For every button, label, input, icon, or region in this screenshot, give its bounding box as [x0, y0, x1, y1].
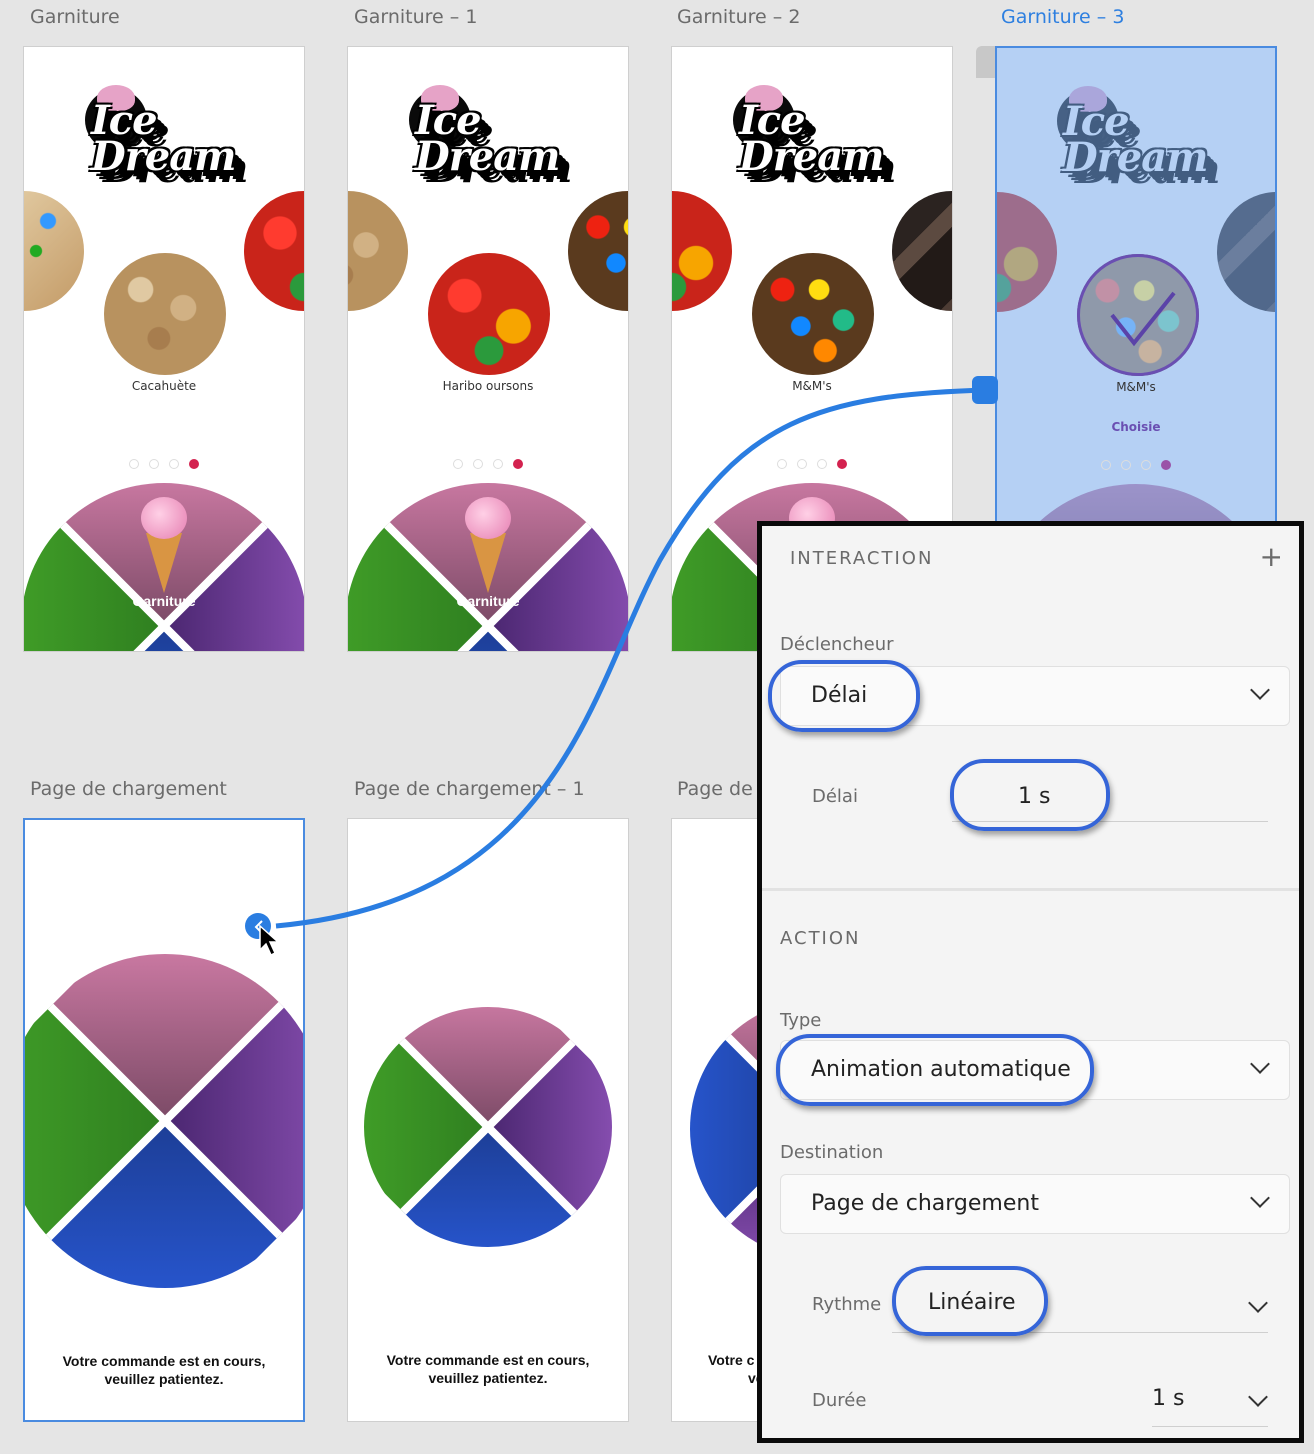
artboard-page-de-chargement[interactable]: Votre commande est en cours,veuillez pat…: [23, 818, 305, 1422]
topping-image-center: [752, 253, 874, 375]
check-icon: [1077, 254, 1199, 376]
section-divider: [762, 888, 1299, 891]
ice-cream-icon: [465, 497, 511, 597]
ice-dream-logo: Ice Dream: [403, 83, 573, 203]
highlight-type: [776, 1034, 1094, 1106]
highlight-delay: [950, 759, 1110, 831]
interaction-panel: INTERACTION + Déclencheur Délai Délai 1 …: [757, 521, 1304, 1443]
easing-label: Rythme: [812, 1294, 882, 1315]
topping-name: M&M's: [792, 379, 832, 393]
artboard-label-page-de-chargement[interactable]: Page de chargement: [30, 778, 227, 800]
highlight-easing: [892, 1266, 1048, 1336]
duration-value[interactable]: 1 s: [1152, 1386, 1185, 1411]
interaction-title: INTERACTION: [790, 548, 934, 569]
easing-underline: [892, 1332, 1268, 1333]
destination-label: Destination: [780, 1142, 884, 1163]
topping-name: Haribo oursons: [442, 379, 534, 393]
delay-value[interactable]: 1 s: [1018, 784, 1051, 809]
chevron-down-icon: [1250, 1188, 1270, 1208]
artboard-garniture-1[interactable]: Ice Dream Haribo oursons Garniture: [347, 46, 629, 652]
chevron-down-icon: [1250, 1054, 1270, 1074]
type-value: Animation automatique: [811, 1057, 1071, 1082]
destination-value: Page de chargement: [811, 1191, 1039, 1216]
topping-name: Cacahuète: [131, 379, 197, 393]
delay-underline: [952, 821, 1268, 822]
topping-name: M&M's: [1116, 380, 1156, 394]
type-dropdown[interactable]: Animation automatique: [780, 1040, 1290, 1100]
ice-dream-logo: Ice Dream: [79, 83, 249, 203]
loading-wheel: [364, 1007, 612, 1247]
topping-image-center: [428, 253, 550, 375]
artboard-page-de-chargement-1[interactable]: Votre commande est en cours,veuillez pat…: [347, 818, 629, 1422]
artboard-label-garniture-1[interactable]: Garniture – 1: [354, 6, 478, 28]
chosen-label: Choisie: [1111, 420, 1161, 434]
duration-label: Durée: [812, 1390, 867, 1411]
topping-image-right: [568, 191, 628, 311]
pagination-dots: [997, 460, 1275, 470]
ice-dream-logo: Ice Dream: [727, 83, 897, 203]
pagination-dots: [672, 459, 952, 469]
loading-message: Votre commande est en cours,veuillez pat…: [386, 1352, 590, 1386]
chevron-down-icon: [1250, 680, 1270, 700]
trigger-dropdown[interactable]: Délai: [780, 666, 1290, 726]
ice-cream-icon: [141, 497, 187, 597]
type-label: Type: [780, 1010, 822, 1031]
destination-dropdown[interactable]: Page de chargement: [780, 1174, 1290, 1234]
artboard-label-page-de-chargement-1[interactable]: Page de chargement – 1: [354, 778, 585, 800]
chevron-down-icon[interactable]: [1248, 1387, 1268, 1407]
topping-image-left: [672, 191, 732, 311]
trigger-label: Déclencheur: [780, 634, 894, 655]
loading-message: Votre commande est en cours,veuillez pat…: [62, 1353, 266, 1387]
artboard-label-garniture[interactable]: Garniture: [30, 6, 120, 28]
duration-underline: [1152, 1426, 1268, 1427]
loading-wheel: [25, 954, 303, 1288]
easing-value[interactable]: Linéaire: [928, 1290, 1016, 1315]
wheel-label: Garniture: [132, 593, 196, 609]
topping-image-right: [244, 191, 304, 311]
trigger-value: Délai: [811, 683, 868, 708]
topping-image-center: [104, 253, 226, 375]
topping-image-left: [348, 191, 408, 311]
artboard-label-garniture-3[interactable]: Garniture – 3: [1001, 6, 1125, 28]
artboard-tab-handle[interactable]: [976, 46, 996, 78]
artboard-label-garniture-2[interactable]: Garniture – 2: [677, 6, 801, 28]
delay-label: Délai: [812, 786, 858, 807]
chevron-down-icon[interactable]: [1248, 1293, 1268, 1313]
action-title: ACTION: [780, 928, 861, 949]
artboard-garniture[interactable]: Ice Dream Cacahuète Garniture: [23, 46, 305, 652]
pagination-dots: [348, 459, 628, 469]
pagination-dots: [24, 459, 304, 469]
wheel-label: Garniture: [456, 593, 520, 609]
highlight-trigger: [768, 660, 920, 732]
artboard-label-page-de-chargement-2[interactable]: Page de: [677, 778, 753, 800]
topping-image-right: [892, 191, 952, 311]
topping-image-left: [24, 191, 84, 311]
add-interaction-icon[interactable]: +: [1259, 540, 1283, 573]
